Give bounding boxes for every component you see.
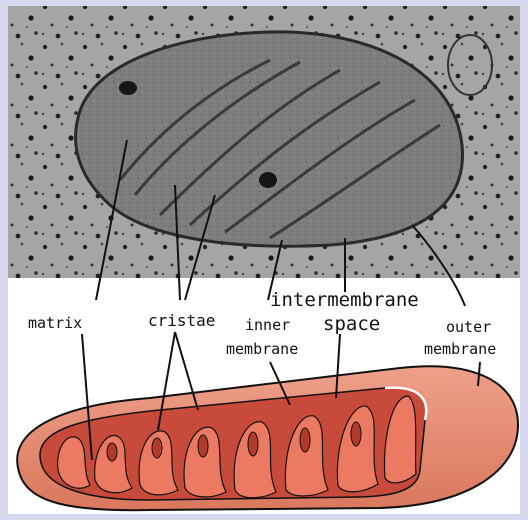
label-outer-membrane: membrane — [424, 340, 496, 358]
label-space: space — [323, 313, 380, 335]
electron-micrograph — [8, 6, 520, 278]
micrograph-granule — [119, 81, 137, 95]
micrograph-mitochondrion — [76, 32, 463, 246]
label-cristae: cristae — [148, 311, 215, 330]
label-inner-membrane: membrane — [226, 340, 298, 358]
micrograph-granule — [259, 172, 277, 188]
label-inner: inner — [245, 316, 290, 334]
label-outer: outer — [446, 318, 491, 336]
label-matrix: matrix — [28, 314, 82, 332]
label-intermembrane: intermembrane — [270, 289, 419, 311]
